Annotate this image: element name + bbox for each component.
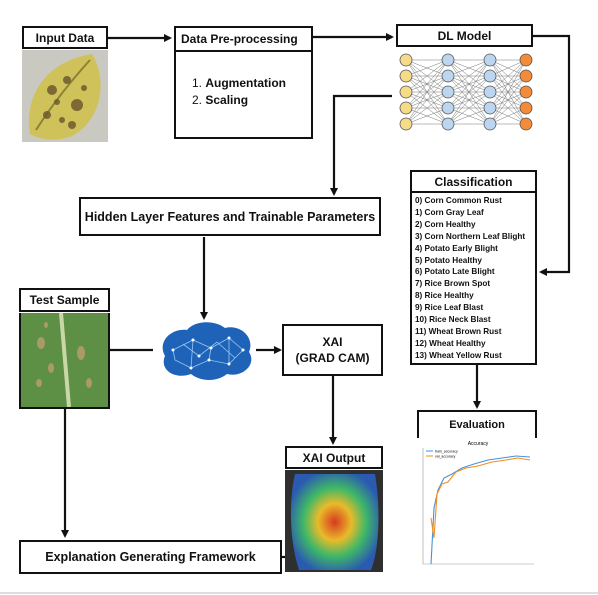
network-node [399,117,413,131]
brain-network-icon [162,322,252,380]
network-node [399,85,413,99]
class-item: 7) Rice Brown Spot [415,279,491,289]
xai-output-image [285,470,383,572]
arrow-model-to-classification [532,34,571,276]
class-item: 0) Corn Common Rust [415,196,502,205]
network-node [519,85,533,99]
network-node [483,101,497,115]
corn-leaf-icon [21,312,108,408]
preprocessing-title: Data Pre-processing [176,28,311,52]
class-list: 0) Corn Common Rust 1) Corn Gray Leaf 2) C… [415,195,525,362]
class-item: 10) Rice Neck Blast [415,315,491,325]
arrow-model-to-hidden [330,94,392,196]
network-node [441,69,455,83]
network-node [519,69,533,83]
network-node [483,53,497,67]
class-item: 8) Rice Healthy [415,291,474,301]
xai-title: XAI [322,335,343,349]
test-sample-image [19,312,110,409]
class-item: 1) Corn Gray Leaf [415,207,484,217]
legend-label: val_accuracy [435,455,456,459]
preprocess-step-1: 1. Augmentation [192,76,287,90]
network-node [519,117,533,131]
evaluation-title: Evaluation [417,410,537,438]
class-item: 9) Rice Leaf Blast [415,303,484,313]
test-sample-title: Test Sample [19,288,110,312]
class-item: 12) Wheat Healthy [415,338,486,348]
chart-axes [422,448,534,565]
neural-network-icon [399,53,533,131]
network-node [399,101,413,115]
legend-label: train_accuracy [435,450,458,454]
dl-model-title: DL Model [396,24,533,47]
network-node [519,53,533,67]
network-node [399,69,413,83]
network-node [483,85,497,99]
class-item: 11) Wheat Brown Rust [415,326,502,336]
class-item: 6) Potato Late Blight [415,267,495,277]
explanation-box: Explanation Generating Framework [19,540,282,574]
class-item: 2) Corn Healthy [415,219,476,229]
network-node [399,53,413,67]
network-node [441,117,455,131]
preprocess-step-2: 2. Scaling [192,93,249,107]
xai-box: XAI (GRAD CAM) [282,324,383,376]
network-node [441,101,455,115]
network-node [441,53,455,67]
input-leaf-image [22,50,108,142]
network-node [519,101,533,115]
classification-title: Classification [412,172,535,193]
xai-method: (GRAD CAM) [295,351,370,365]
class-item: 5) Potato Healthy [415,255,482,265]
hidden-layer-box: Hidden Layer Features and Trainable Para… [79,197,381,236]
class-item: 4) Potato Early Blight [415,243,498,253]
network-node [441,85,455,99]
network-node [483,69,497,83]
gradcam-heatmap-icon [285,470,383,572]
preprocessing-box: Data Pre-processing 1. Augmentation 2. S… [174,26,313,139]
input-data-title: Input Data [22,26,108,49]
diseased-leaf-icon [28,54,101,140]
class-item: 13) Wheat Yellow Rust [415,350,502,360]
network-node [483,117,497,131]
series-line [430,457,531,539]
series-line [430,455,531,565]
classification-box: Classification 0) Corn Common Rust 1) Cor… [410,170,537,365]
chart-title: Accuracy [468,441,489,447]
class-item: 3) Corn Northern Leaf Blight [415,231,526,241]
xai-output-title: XAI Output [285,446,383,469]
